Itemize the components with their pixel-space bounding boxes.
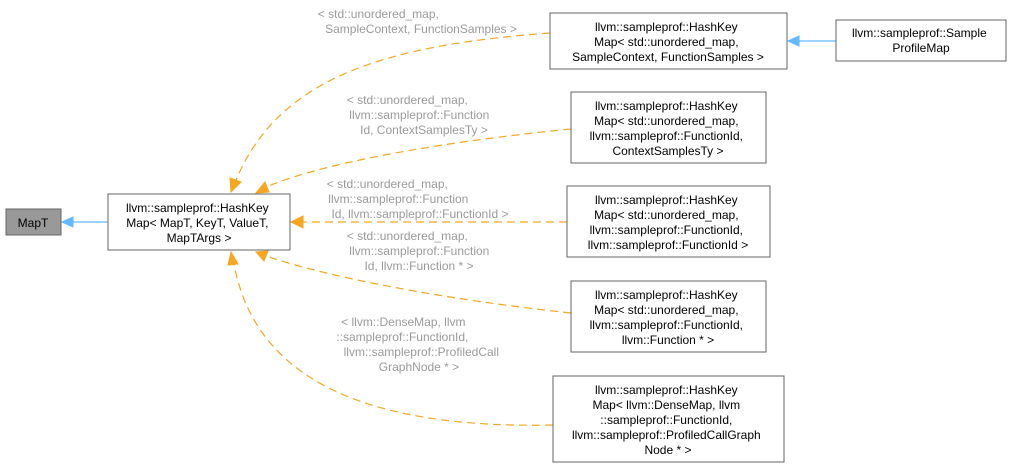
template-arrowhead [254, 250, 269, 262]
edge-label-line: Id, llvm::sampleprof::FunctionId > [331, 207, 508, 221]
edge-label-densemap: < llvm::DenseMap, llvm ::sampleprof::Fun… [336, 315, 502, 374]
node-hk-function[interactable]: llvm::sampleprof::HashKey Map< std::unor… [570, 280, 767, 353]
node-label-line: llvm::sampleprof::HashKey [595, 193, 738, 207]
node-hk-samplecontext[interactable]: llvm::sampleprof::HashKey Map< std::unor… [549, 12, 788, 70]
node-hk-functionid[interactable]: llvm::sampleprof::HashKey Map< std::unor… [566, 185, 771, 258]
node-label-line: SampleContext, FunctionSamples > [572, 50, 764, 64]
node-label-line: Map< std::unordered_map, [594, 35, 738, 49]
node-label-line: Map< llvm::DenseMap, llvm [592, 398, 740, 412]
node-label-line: MapT [18, 216, 49, 230]
edge-hk-functionid-to-hashkeymap [289, 215, 567, 229]
node-label: MapT [18, 216, 49, 230]
edge-label-line: Id, ContextSamplesTy > [360, 123, 488, 137]
node-hk-densemap[interactable]: llvm::sampleprof::HashKey Map< llvm::Den… [552, 375, 785, 463]
node-label-line: ContextSamplesTy > [612, 144, 723, 158]
edge-label-samplecontext: < std::unordered_map, SampleContext, Fun… [318, 7, 517, 36]
edge-hashkeymap-to-mapt [60, 216, 108, 228]
node-label: llvm::sampleprof::Sample ProfileMap [852, 26, 990, 55]
template-arrowhead [289, 215, 304, 229]
node-label-line: Map< MapT, KeyT, ValueT, [126, 216, 268, 230]
node-label: llvm::sampleprof::HashKey Map< MapT, Key… [126, 201, 272, 245]
node-label-line: llvm::sampleprof::FunctionId, [590, 129, 743, 143]
node-label-line: llvm::sampleprof::HashKey [595, 383, 738, 397]
edge-label-line: < std::unordered_map, [347, 93, 468, 107]
node-label-line: llvm::sampleprof::HashKey [595, 20, 738, 34]
inheritance-arrowhead [786, 35, 800, 47]
edge-label-line: llvm::sampleprof::Function [349, 244, 489, 258]
node-label-line: llvm::sampleprof::Sample [852, 26, 987, 40]
edge-sampleprofilemap-to-hk-samplecontext [786, 35, 836, 47]
node-label: llvm::sampleprof::HashKey Map< llvm::Den… [572, 383, 764, 457]
edge-hk-contextsamples-to-hashkeymap [254, 128, 572, 194]
edge-label-line: Id, llvm::Function * > [364, 259, 473, 273]
node-label-line: llvm::sampleprof::FunctionId, [590, 223, 743, 237]
node-label-line: llvm::sampleprof::FunctionId > [588, 238, 748, 252]
node-label-line: Node * > [644, 443, 691, 457]
node-label-line: llvm::sampleprof::FunctionId, [590, 318, 743, 332]
edge-label-line: < llvm::DenseMap, llvm [341, 315, 465, 329]
edge-hk-densemap-to-hashkeymap [227, 250, 554, 426]
edge-label-line: SampleContext, FunctionSamples > [325, 22, 517, 36]
template-arrowhead [227, 250, 239, 266]
node-label-line: llvm::Function * > [622, 333, 714, 347]
edge-label-contextsamples: < std::unordered_map, llvm::sampleprof::… [347, 93, 493, 137]
edge-label-line: ::sampleprof::FunctionId, [336, 330, 468, 344]
node-label-line: Map< std::unordered_map, [594, 303, 738, 317]
edge-label-line: llvm::sampleprof::ProfiledCall [344, 345, 499, 359]
node-label-line: llvm::sampleprof::HashKey [595, 288, 738, 302]
node-label: llvm::sampleprof::HashKey Map< std::unor… [572, 20, 764, 64]
edge-label-line: llvm::sampleprof::Function [328, 192, 468, 206]
node-sampleprofilemap[interactable]: llvm::sampleprof::Sample ProfileMap [835, 19, 1007, 62]
node-mapt[interactable]: MapT [5, 208, 62, 236]
edge-label-line: < std::unordered_map, [318, 7, 439, 21]
edge-label-functionid: < std::unordered_map, llvm::sampleprof::… [327, 177, 509, 221]
edge-label-line: GraphNode * > [379, 360, 459, 374]
node-hashkeymap[interactable]: llvm::sampleprof::HashKey Map< MapT, Key… [107, 193, 291, 251]
edge-label-line: < std::unordered_map, [347, 229, 468, 243]
template-arrowhead [254, 181, 270, 194]
edge-label-line: < std::unordered_map, [327, 177, 448, 191]
node-label-line: llvm::sampleprof::ProfiledCallGraph [572, 428, 761, 442]
inheritance-arrowhead [60, 216, 74, 228]
edge-label-function: < std::unordered_map, llvm::sampleprof::… [347, 229, 493, 273]
node-label-line: Map< std::unordered_map, [594, 208, 738, 222]
node-label-line: ::sampleprof::FunctionId, [600, 413, 732, 427]
node-label: llvm::sampleprof::HashKey Map< std::unor… [590, 288, 747, 347]
node-label-line: MapTArgs > [167, 231, 232, 245]
node-hk-contextsamples[interactable]: llvm::sampleprof::HashKey Map< std::unor… [570, 91, 767, 164]
node-label-line: ProfileMap [892, 41, 950, 55]
edge-hk-samplecontext-to-hashkeymap [229, 32, 551, 194]
node-label-line: llvm::sampleprof::HashKey [126, 201, 269, 215]
edge-hk-function-to-hashkeymap [254, 250, 572, 314]
node-label: llvm::sampleprof::HashKey Map< std::unor… [588, 193, 748, 252]
node-label: llvm::sampleprof::HashKey Map< std::unor… [590, 99, 747, 158]
node-label-line: Map< std::unordered_map, [594, 114, 738, 128]
template-arrowhead [229, 177, 242, 194]
node-label-line: llvm::sampleprof::HashKey [595, 99, 738, 113]
edge-label-line: llvm::sampleprof::Function [349, 108, 489, 122]
